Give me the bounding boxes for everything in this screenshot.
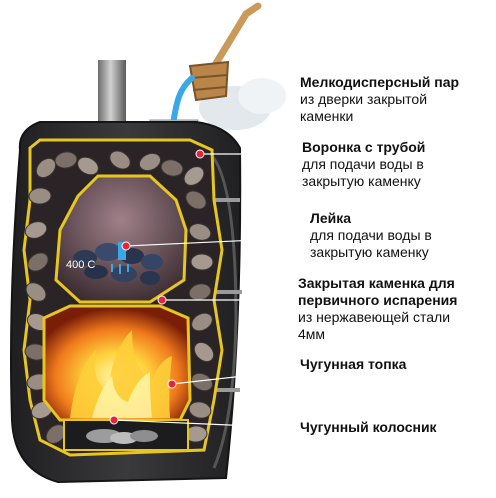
stone [190, 253, 214, 271]
callout-closed-heater-line-3: 4мм [298, 326, 326, 342]
callout-spout: Лейка для подачи воды в закрытую каменку [310, 210, 432, 261]
callout-funnel-line-2: закрытую каменку [302, 173, 421, 189]
callout-spout-line-2: закрытую каменку [310, 244, 429, 260]
stone [193, 341, 215, 363]
grate [63, 419, 189, 451]
callout-closed-heater-line-1: первичного испарения [298, 292, 458, 308]
fire-flames [70, 330, 172, 418]
callout-leaders [113, 153, 301, 429]
stone [35, 157, 57, 179]
callout-spout-line-1: для подачи воды в [310, 227, 432, 243]
stone [191, 312, 213, 332]
stone [185, 190, 207, 210]
callout-steam-line-1: из дверки закрытой [300, 91, 428, 107]
outer-shell [205, 148, 238, 469]
stone [138, 152, 162, 172]
callout-steam-line-2: каменки [300, 108, 354, 124]
stone [188, 223, 212, 241]
callout-funnel-line-1: для подачи воды в [302, 156, 424, 172]
callout-grate: Чугунный колосник [300, 419, 437, 436]
callout-closed-heater: Закрытая каменка для первичного испарени… [298, 275, 457, 343]
callout-firebox-title: Чугунная топка [300, 356, 407, 372]
temperature-label: 400 C [66, 259, 95, 271]
callout-spout-title: Лейка [310, 210, 352, 226]
heater-stones [73, 243, 163, 285]
stone [54, 151, 78, 169]
stone [77, 156, 99, 176]
callout-closed-heater-title: Закрытая каменка для [298, 275, 455, 291]
stone [160, 159, 184, 177]
stone [109, 150, 131, 170]
callout-funnel-title: Воронка с трубой [302, 139, 426, 155]
callout-grate-title: Чугунный колосник [300, 419, 437, 435]
ladle-icon [188, 2, 262, 102]
water-spout [111, 242, 129, 274]
stone [25, 282, 47, 302]
stone [183, 166, 205, 186]
stone [27, 252, 49, 272]
callout-firebox: Чугунная топка [300, 356, 406, 373]
stone [24, 221, 48, 239]
callout-closed-heater-line-2: из нержавеющей стали [298, 309, 451, 325]
callout-steam: Мелкодисперсный пар из дверки закрытой к… [300, 74, 459, 125]
marker-dots [109, 149, 205, 425]
callout-funnel: Воронка с трубой для подачи воды в закры… [302, 139, 425, 190]
callout-steam-title: Мелкодисперсный пар [300, 74, 460, 90]
stone [191, 372, 213, 392]
stone [28, 187, 52, 205]
stone [188, 401, 212, 419]
